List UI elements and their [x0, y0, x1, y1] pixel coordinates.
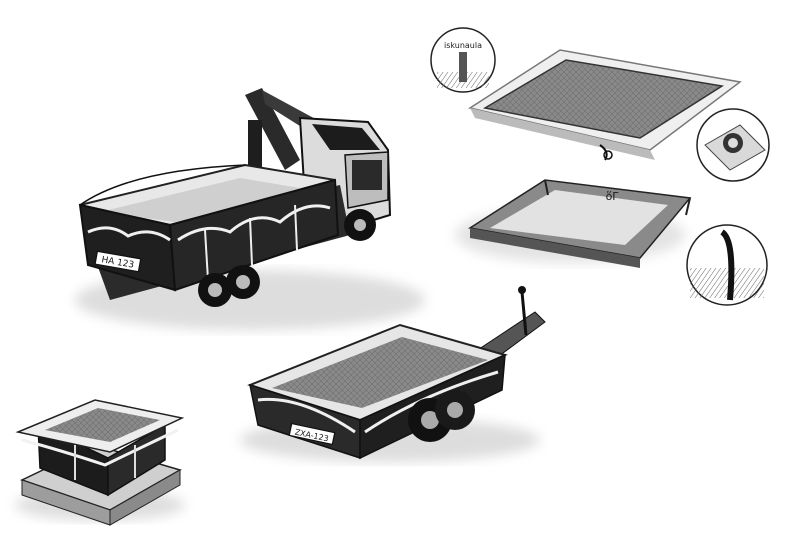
truck-license-plate: HA 123 — [94, 250, 142, 273]
anchor-pin-label: iskunaula — [444, 41, 482, 50]
ground-mat-illustration: iskunaula — [430, 27, 770, 182]
truck-box — [78, 163, 340, 292]
pond-basin-illustration: ὅΓ — [455, 179, 768, 306]
trailer-illustration: ZXA-123 — [240, 286, 546, 462]
basin-edge-detail — [686, 224, 768, 306]
crate-on-pallet-illustration — [15, 399, 185, 526]
truck-illustration: HA 123 — [75, 88, 425, 330]
eyelet-detail — [696, 108, 770, 182]
anchor-pin-detail: iskunaula — [430, 27, 496, 93]
pool-mark-label: ὅΓ — [606, 190, 620, 203]
truck-wheels — [198, 209, 376, 307]
